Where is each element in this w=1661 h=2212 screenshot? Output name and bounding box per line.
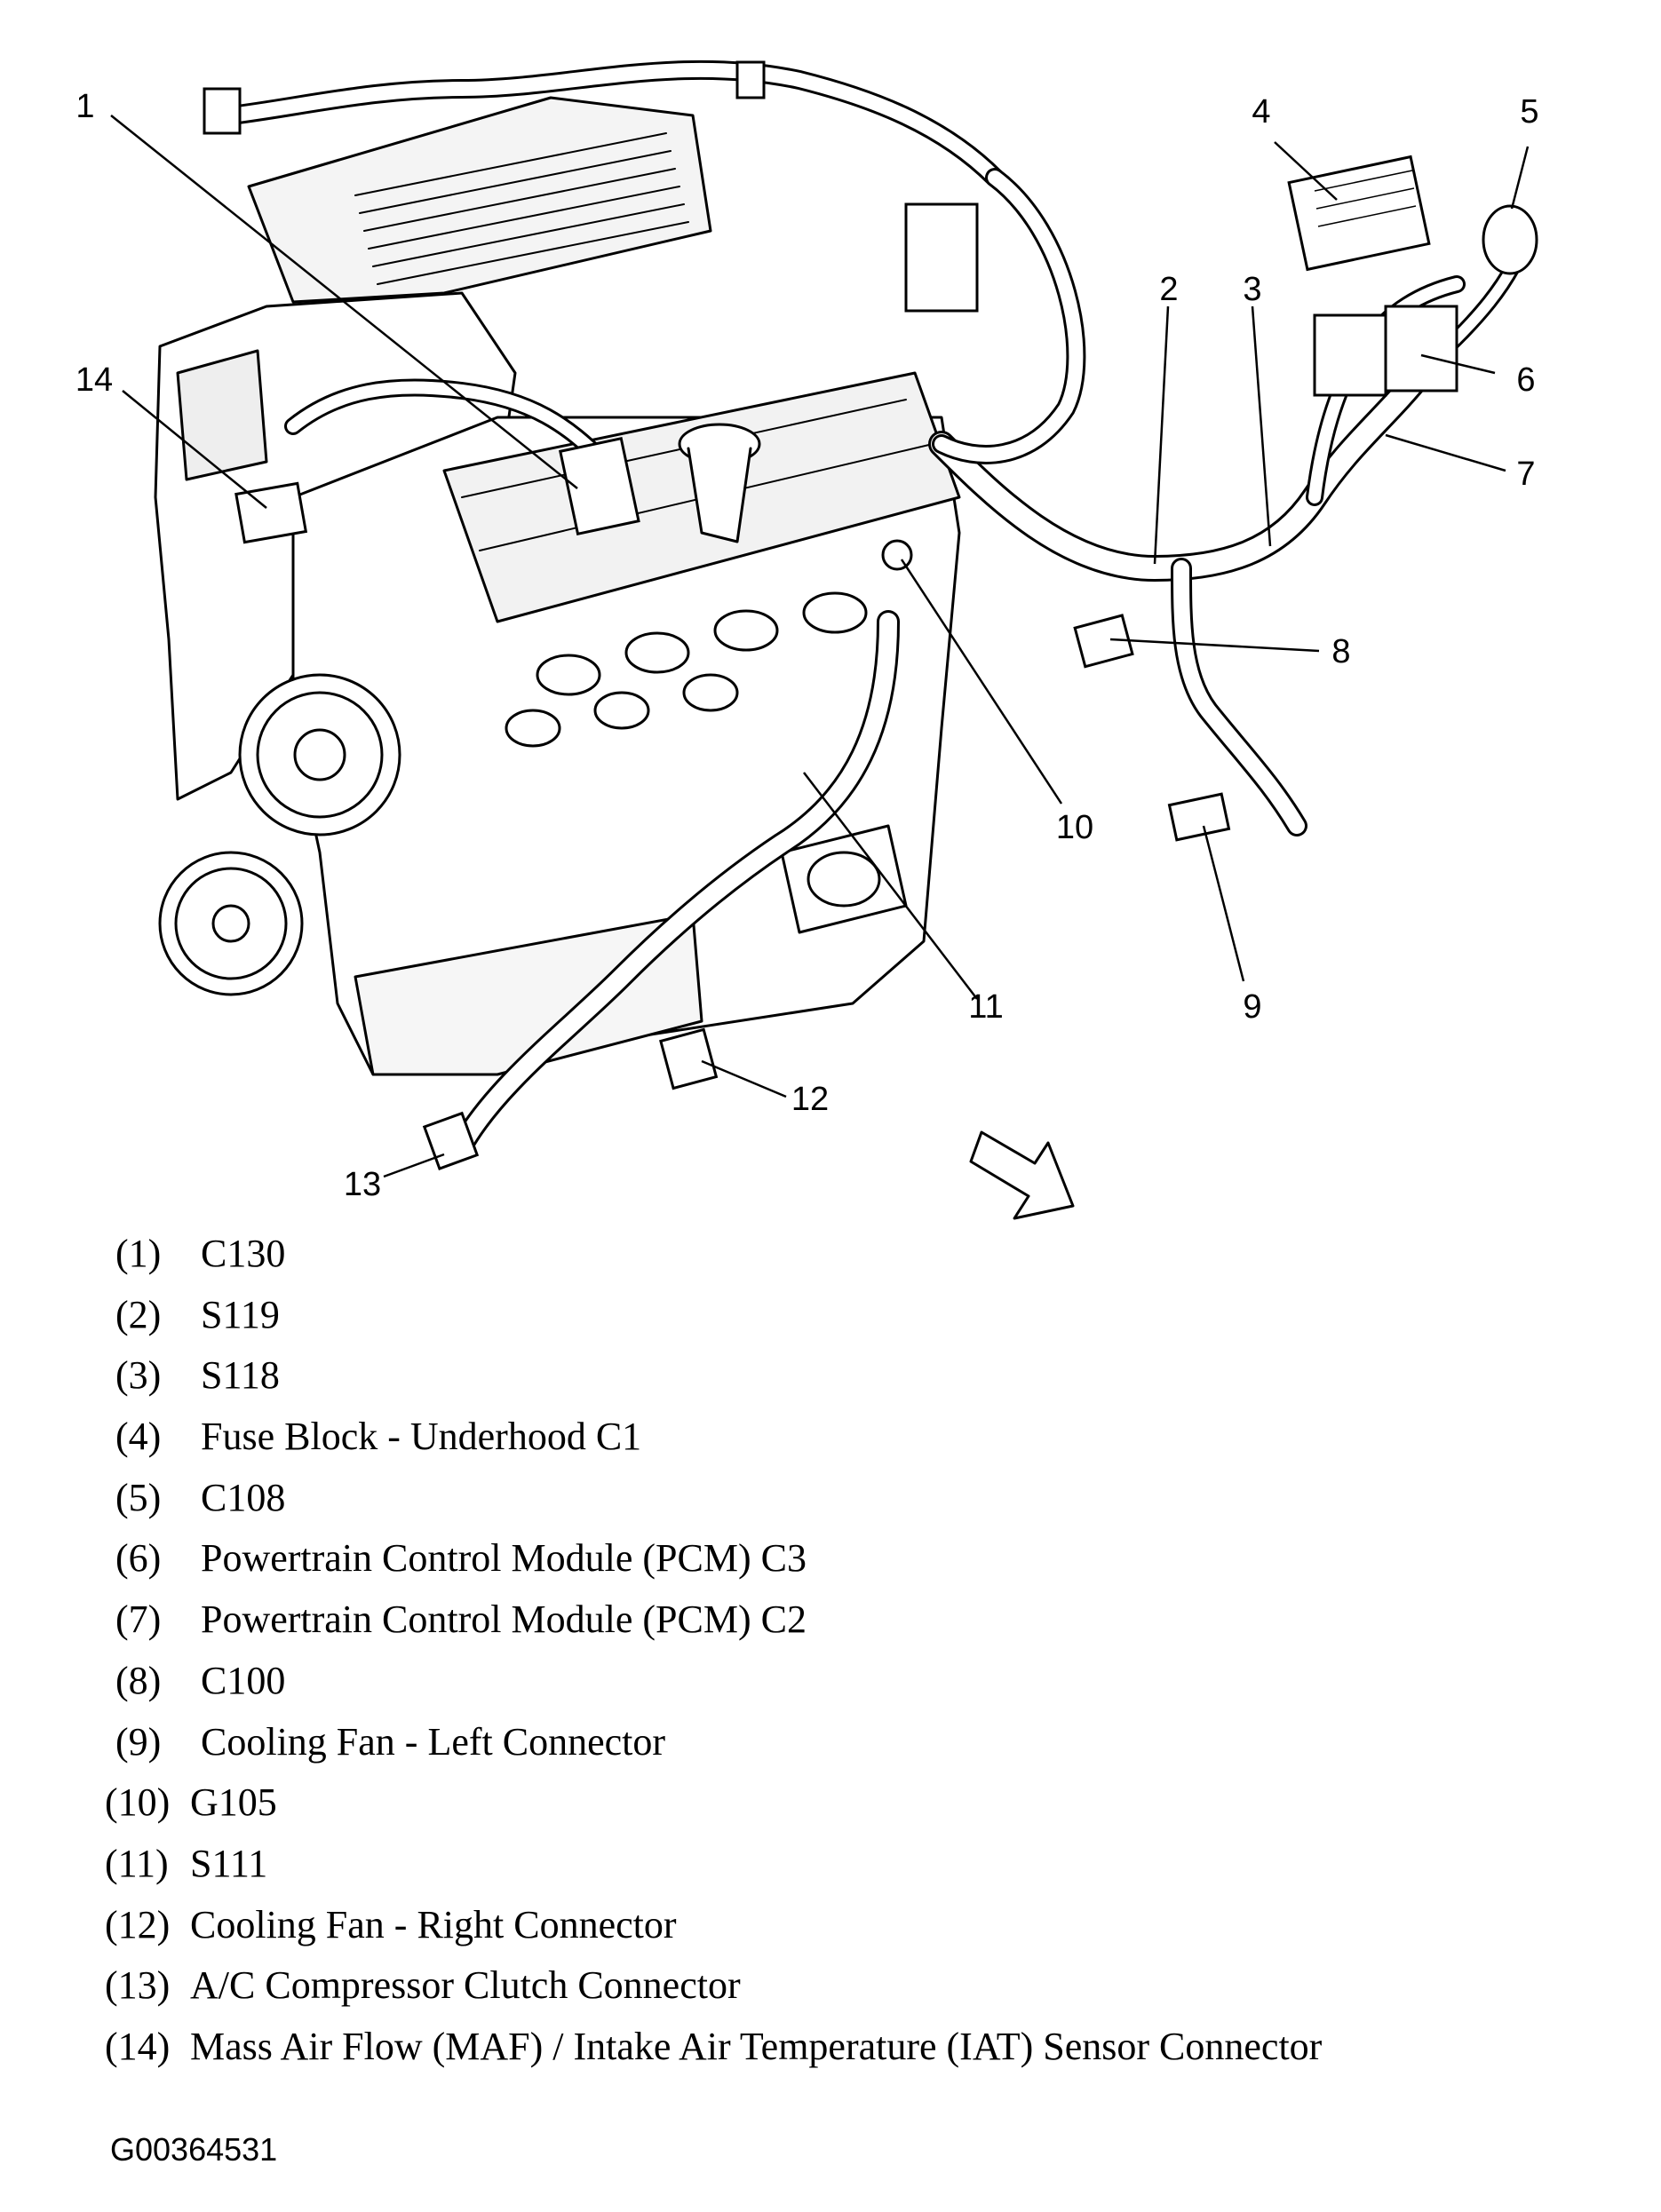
legend-number: (3) <box>115 1353 162 1398</box>
legend-number: (1) <box>115 1232 162 1275</box>
legend-text: Cooling Fan - Left Connector <box>201 1719 666 1764</box>
callout-10: 10 <box>1056 809 1093 846</box>
legend-item: (5) C108 <box>105 1468 1615 1529</box>
connector-c108 <box>1482 204 1538 275</box>
legend-text: Powertrain Control Module (PCM) C2 <box>201 1598 807 1642</box>
legend-number: (14) <box>105 2024 171 2068</box>
legend-number: (10) <box>105 1780 171 1825</box>
front-direction-arrow-icon <box>969 1130 1075 1220</box>
legend-number: (6) <box>115 1536 162 1581</box>
legend-number: (11) <box>105 1841 169 1885</box>
legend-item: (11) S111 <box>105 1834 1615 1895</box>
legend-number: (2) <box>115 1292 162 1336</box>
legend-text: S118 <box>201 1353 280 1398</box>
legend-text: C108 <box>201 1475 286 1519</box>
legend-text: Cooling Fan - Right Connector <box>190 1902 677 1946</box>
callout-12: 12 <box>791 1081 829 1118</box>
legend-item: (12) Cooling Fan - Right Connector <box>105 1895 1615 1956</box>
connector-top-2 <box>735 60 766 99</box>
legend-number: (12) <box>105 1902 171 1946</box>
legend-text: S111 <box>190 1841 268 1885</box>
callout-14: 14 <box>76 361 113 399</box>
callout-2: 2 <box>1159 271 1178 308</box>
callout-4: 4 <box>1252 93 1270 131</box>
callout-11: 11 <box>968 988 1003 1026</box>
callout-8: 8 <box>1331 633 1350 670</box>
engine-block-illustration <box>154 96 961 1076</box>
legend-text: A/C Compressor Clutch Connector <box>190 1963 741 2008</box>
callout-9: 9 <box>1243 988 1261 1026</box>
legend-text: Mass Air Flow (MAF) / Intake Air Tempera… <box>190 2024 1323 2068</box>
legend-text: C100 <box>201 1658 286 1702</box>
legend-number: (5) <box>115 1475 162 1519</box>
engine-wiring-diagram: 1 2 3 4 5 6 7 8 9 10 11 12 13 14 <box>76 59 1539 1220</box>
leader-lines <box>110 115 1530 1178</box>
legend-item: (9) Cooling Fan - Left Connector <box>105 1712 1615 1773</box>
legend-text: S119 <box>201 1292 280 1336</box>
legend-text: Powertrain Control Module (PCM) C3 <box>201 1536 807 1581</box>
connector-c130 <box>559 436 640 536</box>
connector-cooling-fan-right <box>659 1027 719 1090</box>
connector-fuse-block-c1 <box>1287 155 1431 272</box>
legend-text: G105 <box>190 1780 277 1825</box>
callout-6: 6 <box>1516 361 1535 399</box>
legend-item: (3) S118 <box>105 1345 1615 1407</box>
ground-g105 <box>881 539 913 571</box>
legend-number: (8) <box>115 1658 162 1702</box>
connector-pcm-top <box>904 202 979 313</box>
connector-c100 <box>1073 614 1134 669</box>
legend-number: (13) <box>105 1963 171 2008</box>
legend-text: C130 <box>201 1232 286 1275</box>
callout-3: 3 <box>1243 271 1261 308</box>
legend-item: (4) Fuse Block - Underhood C1 <box>105 1407 1615 1468</box>
legend-item: (6) Powertrain Control Module (PCM) C3 <box>105 1528 1615 1590</box>
legend-item: (2) S119 <box>105 1285 1615 1346</box>
legend-number: (4) <box>115 1415 162 1459</box>
callout-numbers: 1 2 3 4 5 6 7 8 9 10 11 12 13 14 <box>76 88 1539 1203</box>
legend-item: (8) C100 <box>105 1651 1615 1712</box>
connector-fuse-block-grid <box>1314 170 1417 227</box>
legend-text: Fuse Block - Underhood C1 <box>201 1415 642 1459</box>
connector-pcm-c3 <box>1313 313 1387 397</box>
figure-id: G00364531 <box>110 2131 278 2168</box>
legend-number: (9) <box>115 1719 162 1764</box>
legend-item: (1) C130 <box>105 1224 1615 1285</box>
connector-ac-compressor <box>422 1111 480 1170</box>
connector-shapes <box>203 60 1538 1170</box>
callout-13: 13 <box>344 1166 381 1203</box>
legend-item: (10) G105 <box>105 1772 1615 1834</box>
legend-number: (7) <box>115 1598 162 1642</box>
legend-item: (7) Powertrain Control Module (PCM) C2 <box>105 1590 1615 1651</box>
callout-5: 5 <box>1520 93 1538 131</box>
callout-7: 7 <box>1516 456 1535 493</box>
connector-pcm-c2 <box>1384 305 1458 392</box>
legend-list: (1) C130 (2) S119 (3) S118 (4) Fuse Block - … <box>105 1224 1615 2078</box>
legend-item: (14) Mass Air Flow (MAF) / Intake Air Tem… <box>105 2017 1615 2078</box>
connector-cooling-fan-left <box>1167 792 1231 842</box>
callout-1: 1 <box>76 88 94 125</box>
connector-top-1 <box>203 87 242 135</box>
legend-item: (13) A/C Compressor Clutch Connector <box>105 1955 1615 2017</box>
